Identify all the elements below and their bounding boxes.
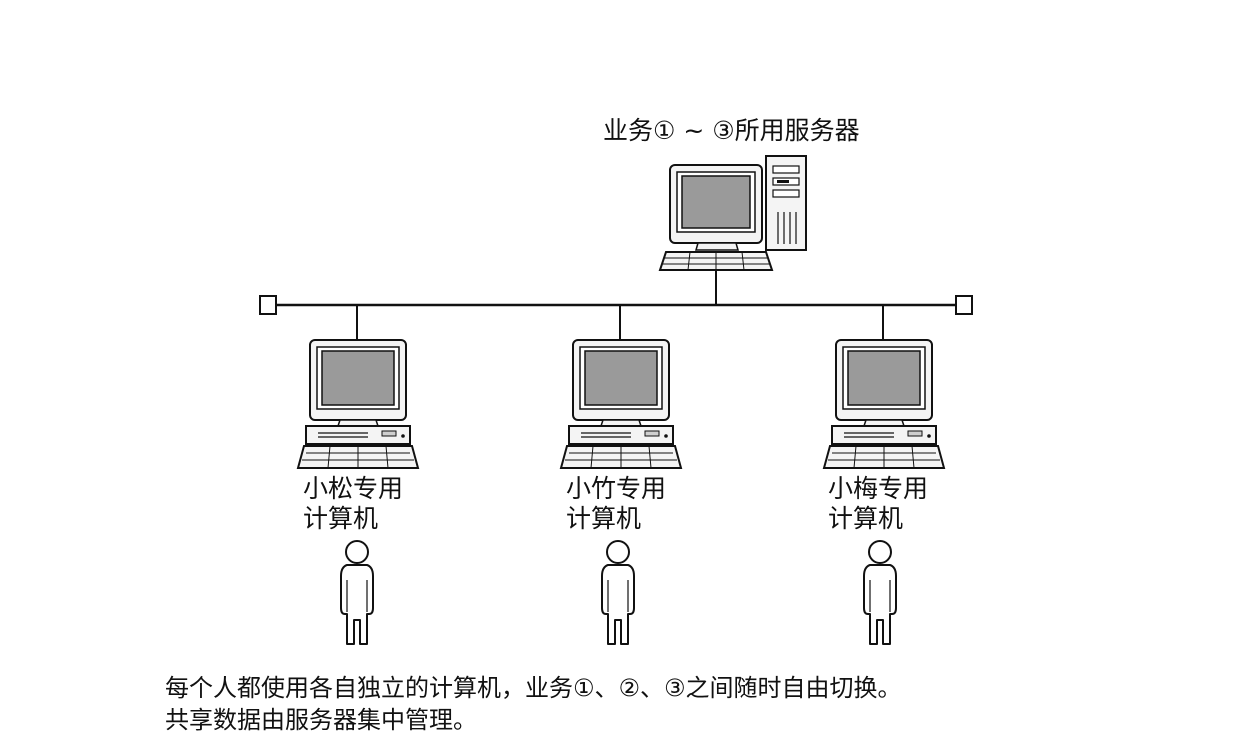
client-computer	[823, 339, 945, 469]
client-label: 小竹专用 计算机	[566, 474, 666, 534]
client-label-line: 计算机	[566, 504, 642, 533]
client-label-line: 小梅专用	[828, 474, 929, 503]
user-figure	[863, 540, 897, 645]
server-label: 业务① ~ ③所用服务器	[603, 116, 860, 145]
network-bus	[259, 270, 973, 340]
client-label-line: 计算机	[828, 504, 904, 533]
client-computer	[560, 339, 682, 469]
caption-line: 共享数据由服务器集中管理。	[165, 706, 477, 734]
client-label-line: 计算机	[303, 504, 379, 533]
client-label-line: 小竹专用	[566, 474, 667, 503]
bus-terminator-left	[259, 295, 277, 315]
server-computer	[658, 155, 807, 271]
caption-line: 每个人都使用各自独立的计算机，业务①、②、③之间随时自由切换。	[165, 674, 902, 702]
client-computer	[297, 339, 419, 469]
bus-terminator-right	[955, 295, 973, 315]
client-label: 小梅专用 计算机	[828, 474, 928, 534]
user-figure	[340, 540, 374, 645]
user-figure	[601, 540, 635, 645]
client-label-line: 小松专用	[303, 474, 404, 503]
client-label: 小松专用 计算机	[303, 474, 403, 534]
